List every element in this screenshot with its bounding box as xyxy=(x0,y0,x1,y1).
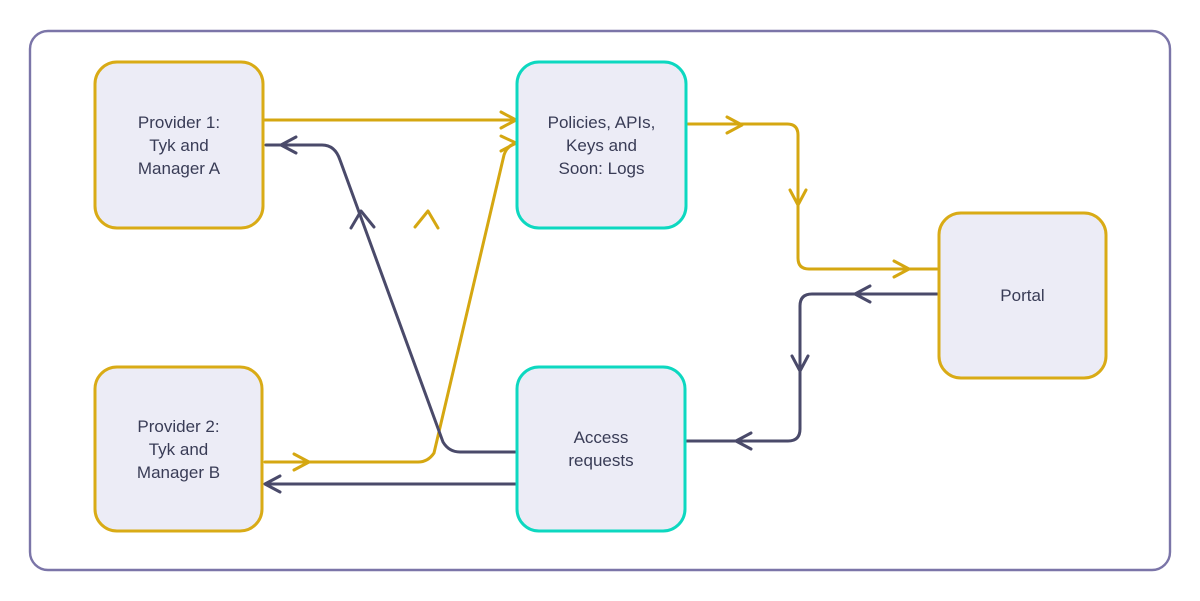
edge-policies-to-portal-down-arrowhead xyxy=(788,188,808,207)
edge-policies-to-portal-arrowhead xyxy=(892,259,911,279)
edge-access-requests-to-provider1-mid-arrowhead xyxy=(349,209,376,230)
edge-access-requests-to-provider1 xyxy=(264,143,517,454)
edge-portal-to-access-requests-arrowhead xyxy=(734,431,753,451)
node-provider1[interactable] xyxy=(93,60,265,230)
edge-provider2-to-policies-mid-arrowhead xyxy=(413,209,440,230)
node-portal[interactable] xyxy=(937,211,1108,380)
edge-portal-to-access-requests-down-arrowhead xyxy=(790,354,810,373)
outer-frame xyxy=(28,29,1172,572)
edge-policies-to-portal-mid-arrowhead xyxy=(725,115,744,135)
edge-portal-to-access-requests-mid-arrowhead xyxy=(853,284,872,304)
node-access-requests[interactable] xyxy=(515,365,687,533)
node-provider2[interactable] xyxy=(93,365,264,533)
edge-portal-to-access-requests xyxy=(685,292,939,443)
edge-policies-to-provider2-arrowhead xyxy=(292,452,311,472)
edge-access-requests-to-provider1-arrowhead xyxy=(279,135,298,155)
edge-access-requests-to-provider2-arrowhead xyxy=(263,474,282,494)
edge-policies-to-portal xyxy=(686,122,939,271)
node-policies[interactable] xyxy=(515,60,688,230)
